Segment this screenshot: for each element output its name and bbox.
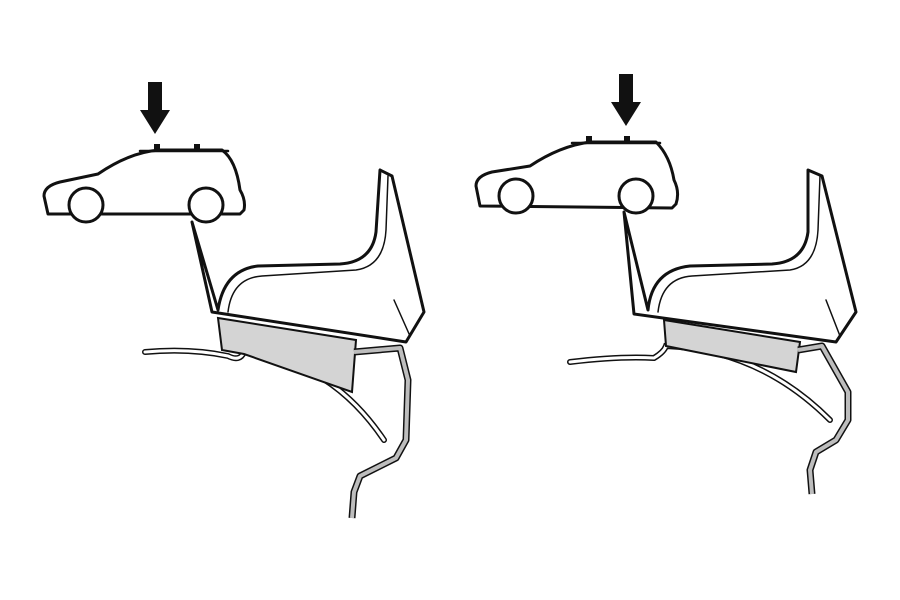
down-arrow-icon bbox=[611, 74, 641, 126]
roof-panel bbox=[142, 347, 387, 443]
down-arrow-icon bbox=[140, 82, 170, 134]
foot-bracket bbox=[190, 168, 426, 344]
rubber-pad bbox=[216, 316, 358, 394]
fitting-clip bbox=[797, 342, 852, 495]
rubber-pad bbox=[662, 318, 802, 374]
fitting-clip bbox=[348, 344, 412, 519]
foot-bracket bbox=[622, 168, 858, 344]
roof-panel bbox=[567, 342, 833, 423]
panel-right bbox=[474, 74, 858, 495]
car-icon bbox=[42, 144, 246, 224]
car-icon bbox=[474, 136, 680, 215]
panel-left bbox=[42, 82, 426, 519]
